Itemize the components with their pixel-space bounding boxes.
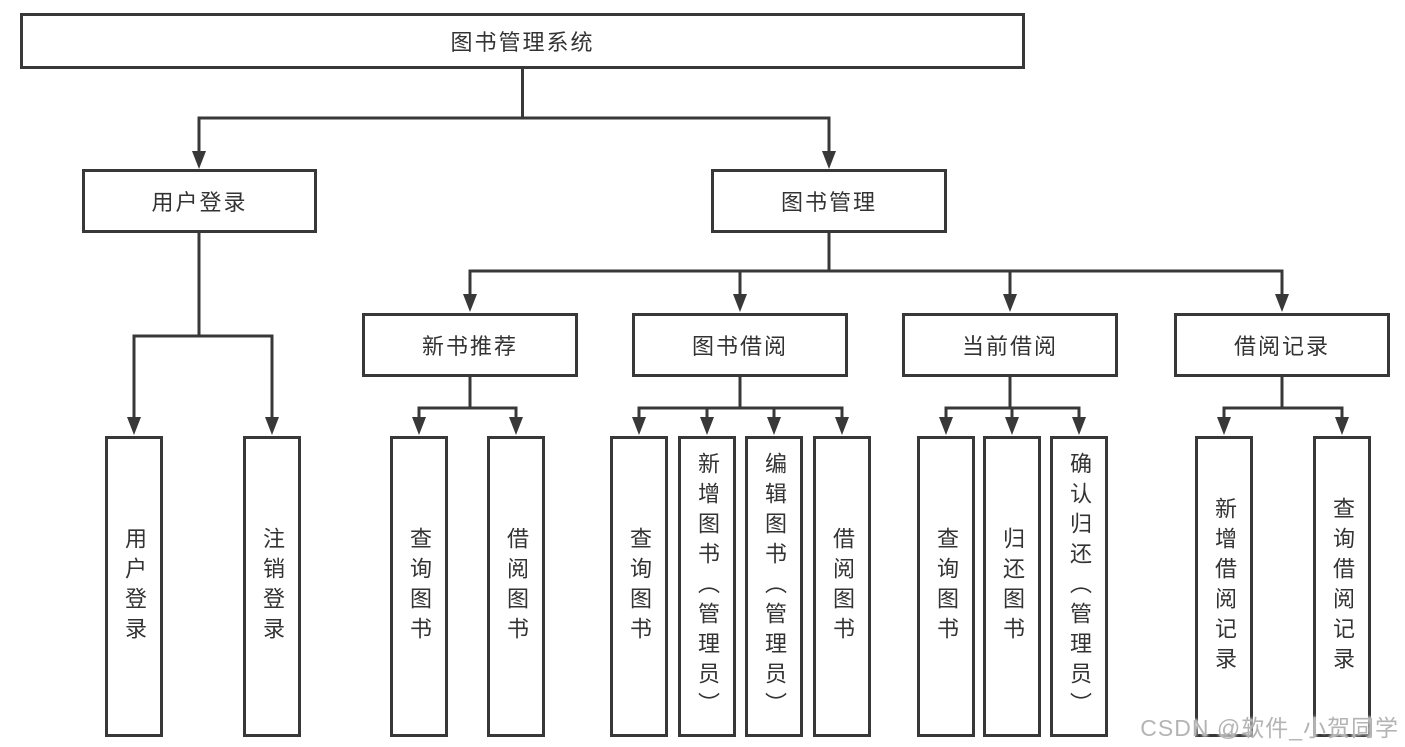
leaf-borrow-books: 借阅图书	[813, 436, 871, 737]
leaf-logout-login: 注销登录	[243, 436, 301, 737]
leaf-label: 查询图书	[627, 526, 652, 647]
leaf-edit-books-admin: 编辑图书（管理员）	[745, 436, 803, 737]
leaf-label: 借阅图书	[504, 526, 529, 647]
leaf-label: 新增图书（管理员）	[695, 451, 720, 722]
leaf-label: 新增借阅记录	[1212, 496, 1237, 677]
leaf-label: 用户登录	[122, 526, 147, 647]
leaf-add-books-admin: 新增图书（管理员）	[678, 436, 736, 737]
arrowheads	[127, 151, 1349, 435]
node-current-borrowing: 当前借阅	[902, 313, 1118, 377]
leaf-user-login: 用户登录	[105, 436, 163, 737]
node-new-book-recommendation: 新书推荐	[362, 313, 578, 377]
node-library-management-system: 图书管理系统	[20, 13, 1025, 69]
node-borrowing-records: 借阅记录	[1174, 313, 1390, 377]
csdn-watermark: CSDN @软件_小贺同学	[1140, 715, 1399, 741]
leaf-query-borrow-record: 查询借阅记录	[1313, 436, 1371, 737]
tree-edges	[132, 69, 1344, 418]
leaf-label: 查询借阅记录	[1330, 496, 1355, 677]
leaf-label: 查询图书	[934, 526, 959, 647]
leaf-query-books-current: 查询图书	[917, 436, 975, 737]
leaf-borrow-books-recommend: 借阅图书	[487, 436, 545, 737]
leaf-query-books-borrow: 查询图书	[610, 436, 668, 737]
leaf-label: 查询图书	[407, 526, 432, 647]
leaf-label: 注销登录	[260, 526, 285, 647]
leaf-add-borrow-record: 新增借阅记录	[1195, 436, 1253, 737]
leaf-query-books-recommend: 查询图书	[390, 436, 448, 737]
node-book-management: 图书管理	[711, 169, 947, 233]
leaf-return-books: 归还图书	[983, 436, 1041, 737]
leaf-label: 编辑图书（管理员）	[762, 451, 787, 722]
node-book-borrowing: 图书借阅	[632, 313, 848, 377]
leaf-label: 借阅图书	[830, 526, 855, 647]
node-user-login: 用户登录	[82, 169, 317, 233]
leaf-label: 确认归还（管理员）	[1067, 451, 1092, 722]
leaf-label: 归还图书	[1000, 526, 1025, 647]
leaf-confirm-return-admin: 确认归还（管理员）	[1050, 436, 1108, 737]
